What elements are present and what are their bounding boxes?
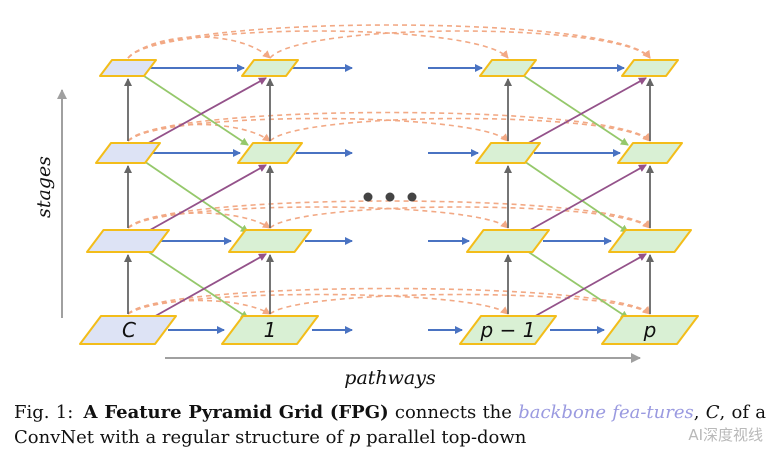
pathway-1-node-label: 1	[264, 318, 277, 342]
pathway-p-node-label: p	[643, 318, 657, 342]
backbone-feature-node	[86, 229, 170, 253]
fpg-diagram: stages pathways C 1 p − 1 p	[33, 24, 699, 389]
skip-connection	[269, 30, 651, 59]
top-down-arrow	[137, 244, 249, 319]
backbone-features-link[interactable]: backbone fea-tures	[518, 402, 694, 423]
top-down-arrow	[137, 71, 249, 146]
top-down-arrow	[517, 244, 629, 319]
pathway-p-minus-1-node-label: p − 1	[480, 318, 536, 342]
ellipsis-dot	[385, 192, 395, 202]
skip-connections	[127, 24, 651, 315]
pathway-feature-node	[459, 315, 557, 345]
backbone-feature-node	[99, 59, 157, 77]
caption-text: , of a ConvNet with a regular structure …	[14, 402, 766, 448]
skip-connection	[127, 123, 271, 142]
figure-caption: Fig. 1: A Feature Pyramid Grid (FPG) con…	[14, 400, 766, 450]
pathway-feature-node	[241, 59, 299, 77]
bottom-up-arrow	[513, 77, 647, 152]
ellipsis-dot	[407, 192, 417, 202]
skip-connection	[127, 206, 509, 229]
skip-connection	[127, 200, 651, 229]
top-down-arrow	[517, 71, 629, 146]
skip-connection	[269, 206, 651, 229]
pathway-feature-node	[475, 142, 541, 164]
skip-connection	[127, 287, 651, 315]
stages-axis-label: stages	[33, 156, 55, 218]
skip-connection	[127, 299, 271, 315]
backbone-feature-node	[95, 142, 161, 164]
pathway-feature-node	[228, 229, 312, 253]
skip-connection	[127, 212, 271, 229]
skip-connection	[127, 30, 509, 59]
pathway-feature-node	[479, 59, 537, 77]
top-down-arrow	[137, 156, 249, 233]
pathway-feature-node	[466, 229, 550, 253]
skip-connection	[127, 111, 651, 142]
backbone-feature-node	[79, 315, 177, 345]
pathway-feature-node	[621, 59, 679, 77]
ellipsis-dot	[363, 192, 373, 202]
skip-connection	[127, 117, 509, 142]
caption-var-c: C	[705, 402, 720, 423]
top-down-arrow	[517, 156, 629, 233]
bottom-up-arrow	[133, 164, 267, 240]
lateral-arrows	[148, 64, 625, 334]
pathway-feature-node	[221, 315, 319, 345]
skip-connection	[127, 293, 509, 315]
watermark: AI深度视线	[688, 426, 763, 444]
bottom-up-arrow	[133, 77, 267, 152]
bottom-up-arrow	[513, 164, 647, 240]
skip-connection	[127, 24, 651, 59]
skip-connection	[269, 117, 651, 142]
pathways-axis-label: pathways	[344, 367, 436, 389]
caption-text: connects the	[388, 402, 519, 423]
feature-nodes	[79, 59, 699, 345]
caption-text: parallel top-down	[360, 427, 527, 448]
caption-text: ,	[693, 402, 706, 423]
backbone-node-label: C	[122, 318, 136, 342]
skip-connection	[127, 36, 271, 59]
pathway-feature-node	[617, 142, 683, 164]
skip-connection	[269, 293, 651, 315]
pathway-feature-node	[601, 315, 699, 345]
pathway-feature-node	[237, 142, 303, 164]
caption-title: A Feature Pyramid Grid (FPG)	[83, 402, 389, 423]
caption-var-p: p	[348, 427, 361, 448]
pathway-feature-node	[608, 229, 692, 253]
vertical-arrows	[124, 78, 654, 314]
figure-label: Fig. 1:	[14, 402, 74, 423]
